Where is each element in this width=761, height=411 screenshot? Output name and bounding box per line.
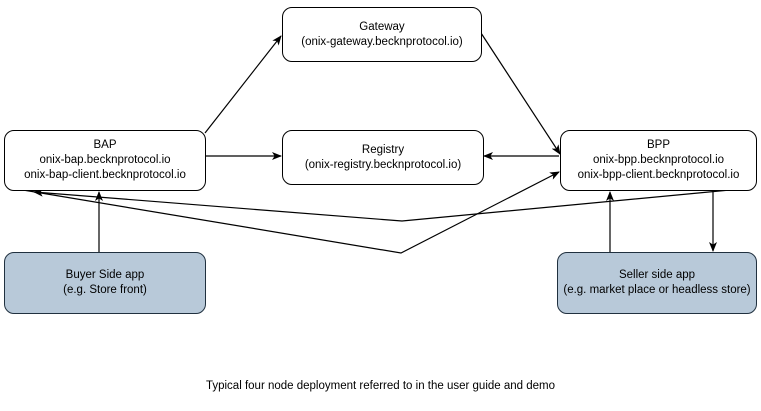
- node-bap[interactable]: BAP onix-bap.becknprotocol.io onix-bap-c…: [4, 130, 206, 191]
- node-buyer-side-app-title: Buyer Side app: [65, 269, 145, 282]
- edge-bpp-to-bap: [33, 187, 752, 222]
- edge-bap-to-gateway: [204, 35, 282, 134]
- diagram-caption: Typical four node deployment referred to…: [205, 380, 556, 392]
- node-gateway[interactable]: Gateway (onix-gateway.becknprotocol.io): [282, 7, 482, 62]
- node-registry-host: (onix-registry.becknprotocol.io): [304, 158, 462, 171]
- node-gateway-host: (onix-gateway.becknprotocol.io): [301, 35, 463, 48]
- node-gateway-title: Gateway: [359, 20, 405, 33]
- node-bpp[interactable]: BPP onix-bpp.becknprotocol.io onix-bpp-c…: [560, 130, 757, 191]
- edge-gateway-to-bpp: [480, 32, 561, 155]
- node-buyer-side-app-subtitle: (e.g. Store front): [63, 284, 147, 296]
- node-bap-host: onix-bap.becknprotocol.io: [39, 154, 171, 167]
- node-bpp-host: onix-bpp.becknprotocol.io: [592, 154, 725, 167]
- node-bpp-host-client: onix-bpp-client.becknprotocol.io: [577, 168, 740, 181]
- node-bap-title: BAP: [93, 139, 117, 152]
- node-seller-side-app-subtitle: (e.g. market place or headless store): [563, 284, 751, 296]
- node-seller-side-app-title: Seller side app: [618, 269, 696, 282]
- node-buyer-side-app[interactable]: Buyer Side app (e.g. Store front): [4, 252, 206, 314]
- node-registry[interactable]: Registry (onix-registry.becknprotocol.io…: [282, 130, 484, 185]
- node-bpp-title: BPP: [646, 139, 670, 152]
- node-bap-host-client: onix-bap-client.becknprotocol.io: [24, 168, 186, 181]
- node-registry-title: Registry: [361, 143, 405, 156]
- node-seller-side-app[interactable]: Seller side app (e.g. market place or he…: [557, 252, 757, 314]
